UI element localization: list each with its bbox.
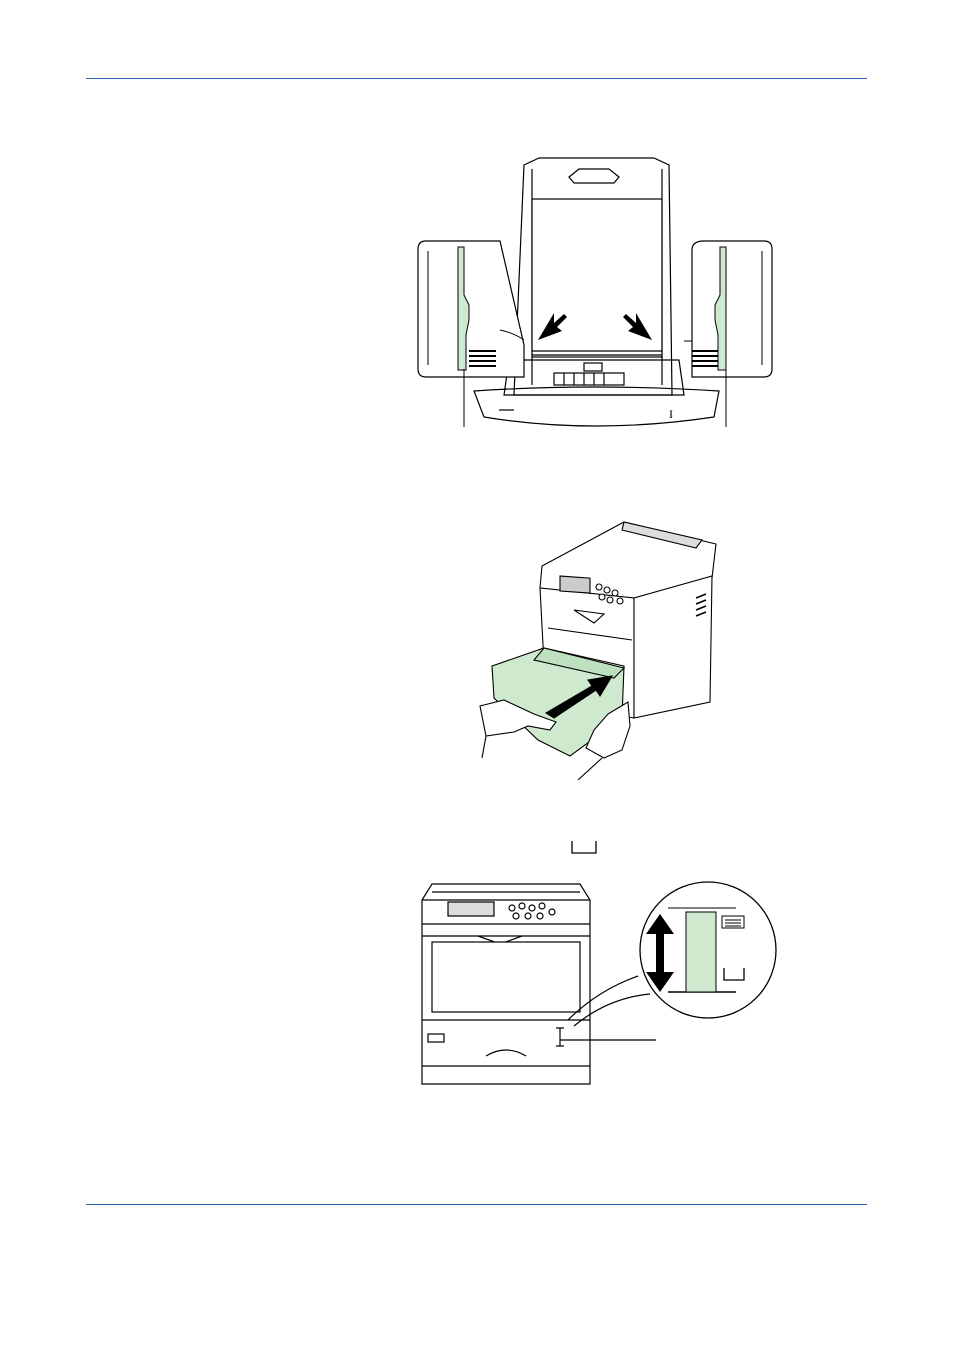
insert-cassette-figure: [479, 521, 717, 780]
arrow-right-icon: [623, 313, 652, 340]
full-paper-icon: [721, 915, 745, 929]
footer-rule: [86, 1204, 867, 1205]
empty-paper-icon: [723, 968, 745, 981]
paper-cassette-icon: I: [473, 157, 720, 427]
gauge-magnifier-icon: [639, 881, 777, 1019]
svg-text:I: I: [669, 407, 673, 421]
right-guide-callout-icon: [684, 240, 773, 427]
push-arrow-icon: [544, 675, 614, 719]
paper-cassette-width-guides-figure: I: [417, 157, 773, 427]
arrow-left-icon: [538, 313, 567, 340]
hands-icon: [479, 699, 631, 780]
header-rule: [86, 78, 867, 79]
paper-gauge-figure: [421, 881, 777, 1085]
left-guide-callout-icon: [417, 240, 525, 427]
empty-paper-icon: [571, 841, 597, 854]
double-arrow-icon: [646, 914, 674, 992]
printer-front-icon: [421, 883, 591, 1085]
